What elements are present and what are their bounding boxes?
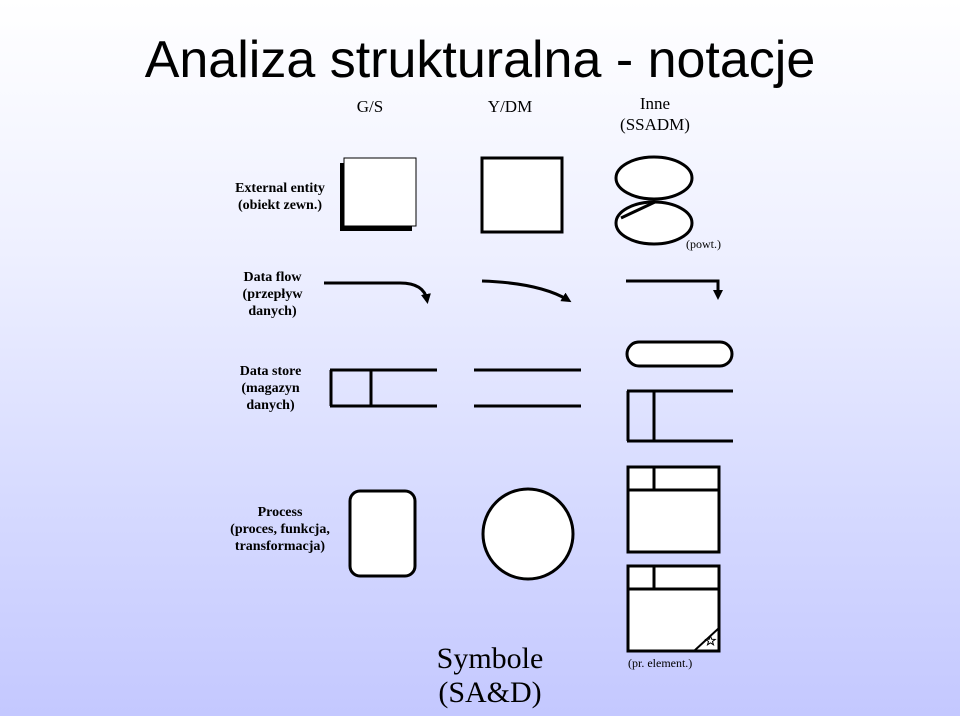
data-store-ydm-symbol bbox=[474, 368, 581, 408]
external-entity-ssadm-symbol bbox=[614, 155, 694, 246]
column-heading-ydm: Y/DM bbox=[487, 97, 533, 116]
row-label-line: transformacja) bbox=[234, 539, 326, 554]
row-label-line: Data store bbox=[239, 364, 302, 379]
column-heading-inne-line2: (SSADM) bbox=[620, 115, 690, 134]
footer-line1: Symbole bbox=[436, 642, 544, 675]
note-duplicate: (powt.) bbox=[686, 237, 721, 251]
page-title: Analiza strukturalna - notacje bbox=[144, 31, 816, 89]
process-ydm-symbol bbox=[481, 487, 575, 581]
row-label-line: External entity bbox=[235, 181, 325, 196]
data-store-gs-symbol bbox=[329, 368, 437, 408]
row-label-data-store: Data store (magazyn danych) bbox=[198, 363, 343, 414]
external-entity-ydm-symbol bbox=[480, 156, 564, 234]
external-entity-gs-symbol bbox=[340, 157, 417, 231]
row-label-line: Data flow bbox=[243, 270, 302, 285]
process-ssadm-elementary-symbol bbox=[626, 564, 721, 653]
row-label-process: Process (proces, funkcja, transformacja) bbox=[195, 504, 365, 555]
row-label-external-entity: External entity (obiekt zewn.) bbox=[205, 180, 355, 214]
row-label-line: (proces, funkcja, bbox=[230, 522, 330, 537]
data-flow-ssadm-symbol bbox=[626, 279, 723, 300]
row-label-data-flow: Data flow (przepływ danych) bbox=[200, 269, 345, 320]
data-flow-gs-symbol bbox=[324, 281, 431, 304]
footer-symbole: Symbole (SA&D) bbox=[400, 642, 580, 710]
data-store-ssadm-symbol bbox=[625, 340, 734, 443]
row-label-line: Process bbox=[257, 505, 303, 520]
row-label-line: danych) bbox=[246, 398, 295, 413]
row-label-line: (obiekt zewn.) bbox=[238, 198, 322, 213]
row-label-line: (przepływ bbox=[242, 287, 303, 302]
process-gs-symbol bbox=[348, 489, 417, 578]
column-heading-inne: Inne (SSADM) bbox=[600, 93, 710, 135]
note-elementary: (pr. element.) bbox=[628, 656, 693, 670]
row-label-line: (magazyn bbox=[241, 381, 300, 396]
process-ssadm-symbol bbox=[626, 465, 721, 554]
star-icon bbox=[704, 634, 717, 646]
column-heading-inne-line1: Inne bbox=[639, 94, 671, 113]
data-flow-ydm-symbol bbox=[481, 279, 572, 303]
footer-line2: (SA&D) bbox=[438, 676, 542, 709]
column-heading-gs: G/S bbox=[356, 97, 384, 116]
row-label-line: danych) bbox=[248, 304, 297, 319]
